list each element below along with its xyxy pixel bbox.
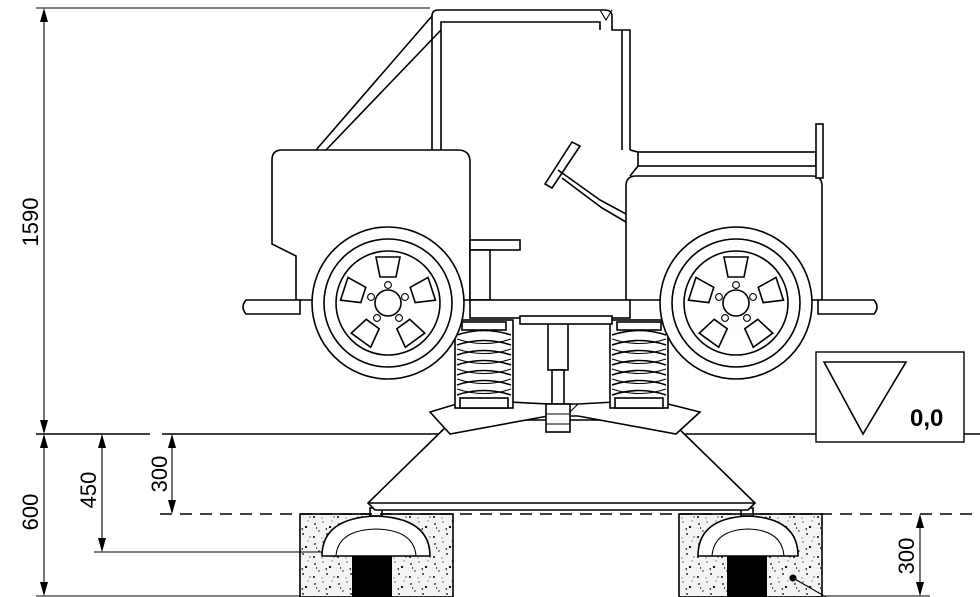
dimension-label-300-footing: 300 (894, 538, 919, 575)
wheel-front (311, 226, 465, 380)
dimension-base-depth: 300 (147, 434, 176, 514)
dimension-spring-anchor-depth: 450 (76, 434, 322, 553)
anchor-block-right (727, 556, 767, 597)
ground-level-marker: 0,0 (815, 351, 965, 443)
dimension-label-450: 450 (76, 472, 101, 509)
level-triangle-icon (822, 361, 908, 436)
spring-right (609, 319, 669, 409)
dimension-footing-height: 300 (822, 514, 930, 597)
anchor-block-left (352, 556, 392, 597)
material-leader-line (789, 574, 827, 597)
ground-level-value: 0,0 (910, 405, 943, 432)
dimension-label-300-base: 300 (147, 456, 172, 493)
spring-left (454, 319, 514, 409)
dimension-label-1590: 1590 (18, 198, 43, 247)
wheel-rear (659, 226, 813, 380)
center-shock-absorber (545, 321, 571, 433)
foundation-left (299, 507, 454, 597)
dimension-foundation-depth: 600 (18, 434, 300, 597)
foundation-right (678, 507, 823, 597)
dimension-label-600: 600 (18, 494, 43, 531)
dimension-total-height: 1590 (18, 7, 430, 434)
